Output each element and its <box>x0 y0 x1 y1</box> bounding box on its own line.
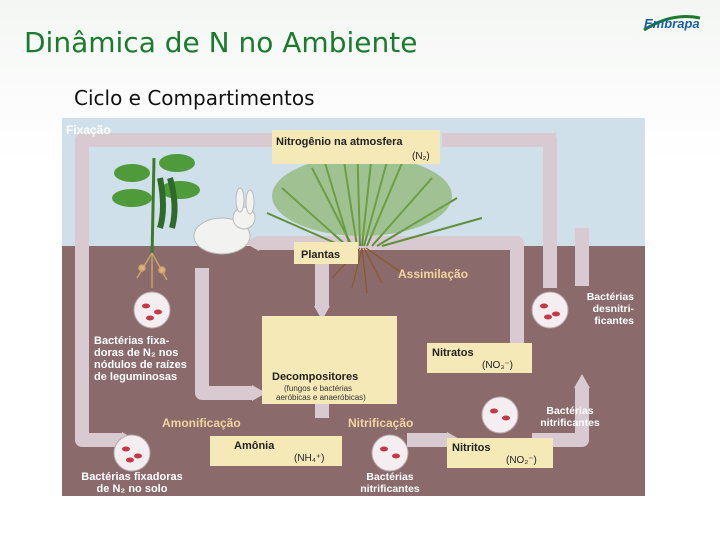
logo-swoosh <box>643 15 701 32</box>
nodule-bacteria-label: Bactérias fixa- doras de N₂ nos nódulos … <box>94 335 187 383</box>
nitrates-box <box>427 343 532 373</box>
nitrifying-right-line-2: nitrificantes <box>540 417 600 429</box>
atmosphere-formula: (N₂) <box>412 151 430 162</box>
nitrites-box <box>447 438 553 468</box>
arrowhead-6 <box>245 235 259 251</box>
denitrifying-bacteria-label: Bactérias desnitri- ficantes <box>587 291 635 327</box>
nodule-line-2: doras de N₂ nos <box>94 347 178 359</box>
atmosphere-label: Nitrogênio na atmosfera <box>276 136 403 148</box>
legume-plant <box>112 154 200 288</box>
atmosphere-box <box>272 130 440 164</box>
denitrifying-line-2: desnitri- <box>593 303 635 315</box>
plants-label: Plantas <box>301 249 340 261</box>
decomposers-box <box>262 316 397 404</box>
nitrifying-bottom-line-2: nitrificantes <box>360 483 420 495</box>
nitrifying-bottom-label: Bactérias nitrificantes <box>360 471 420 495</box>
bacteria-soil <box>113 434 151 472</box>
decomposers-note-2: aeróbicas e anaeróbicas) <box>276 393 366 402</box>
denitrifying-line-3: ficantes <box>594 315 634 327</box>
nodule-line-1: Bactérias fixa- <box>94 335 170 347</box>
ammonification-label: Amonificação <box>162 416 241 430</box>
arrowhead-5 <box>574 374 590 388</box>
soil-bacteria-line-2: de N₂ no solo <box>97 483 168 495</box>
soil-bacteria-label: Bactérias fixadoras de N₂ no solo <box>81 471 183 495</box>
bacteria-denitrifying <box>531 291 569 329</box>
decomposers-note-1: (fungos e bactérias <box>284 384 352 393</box>
ammonia-label: Amônia <box>234 440 275 452</box>
nitrifying-right-line-1: Bactérias <box>546 405 593 417</box>
nitrogen-cycle-diagram: Fixação Nitrogênio na atmosfera (N₂) Pla… <box>62 118 645 496</box>
slide-title: Dinâmica de N no Ambiente <box>24 26 418 59</box>
grass-plant <box>266 137 483 294</box>
bacteria-nitrifying-bottom <box>371 434 409 472</box>
decomposers-label: Decompositores <box>272 371 358 383</box>
nitrates-formula: (NO₃⁻) <box>482 360 513 371</box>
logo-text: Embrapa <box>644 16 700 31</box>
plants-box <box>294 242 358 264</box>
embrapa-logo: Embrapa <box>643 15 701 32</box>
nitrification-label: Nitrificação <box>348 416 413 430</box>
arrowhead-7 <box>542 132 556 148</box>
ammonia-formula: (NH₄⁺) <box>294 453 324 464</box>
assimilation-label: Assimilação <box>398 267 468 281</box>
denitrifying-line-1: Bactérias <box>587 291 634 303</box>
arrow-nodules-to-decomposers <box>195 268 252 400</box>
slide-subtitle: Ciclo e Compartimentos <box>74 86 315 110</box>
rabbit-illustration <box>193 187 256 255</box>
diagram-svg: Fixação Nitrogênio na atmosfera (N₂) Pla… <box>62 118 645 496</box>
arrowhead-2 <box>252 385 266 401</box>
bacteria-nitrifying-right <box>481 396 519 434</box>
bacteria-nodule <box>133 291 171 329</box>
nitrifying-bottom-line-1: Bactérias <box>366 471 413 483</box>
arrow-fixation-left <box>75 133 272 447</box>
soil-bacteria-line-1: Bactérias fixadoras <box>81 471 183 483</box>
ammonia-box <box>210 436 342 466</box>
nitrifying-right-label: Bactérias nitrificantes <box>540 405 600 429</box>
section-label: Fixação <box>66 123 111 137</box>
nitrites-label: Nitritos <box>452 442 491 454</box>
arrowhead-3 <box>314 306 330 320</box>
nodule-line-3: nódulos de raízes <box>94 359 187 371</box>
nodule-line-4: de leguminosas <box>94 371 177 383</box>
nitrates-label: Nitratos <box>432 347 474 359</box>
nitrites-formula: (NO₂⁻) <box>506 455 537 466</box>
